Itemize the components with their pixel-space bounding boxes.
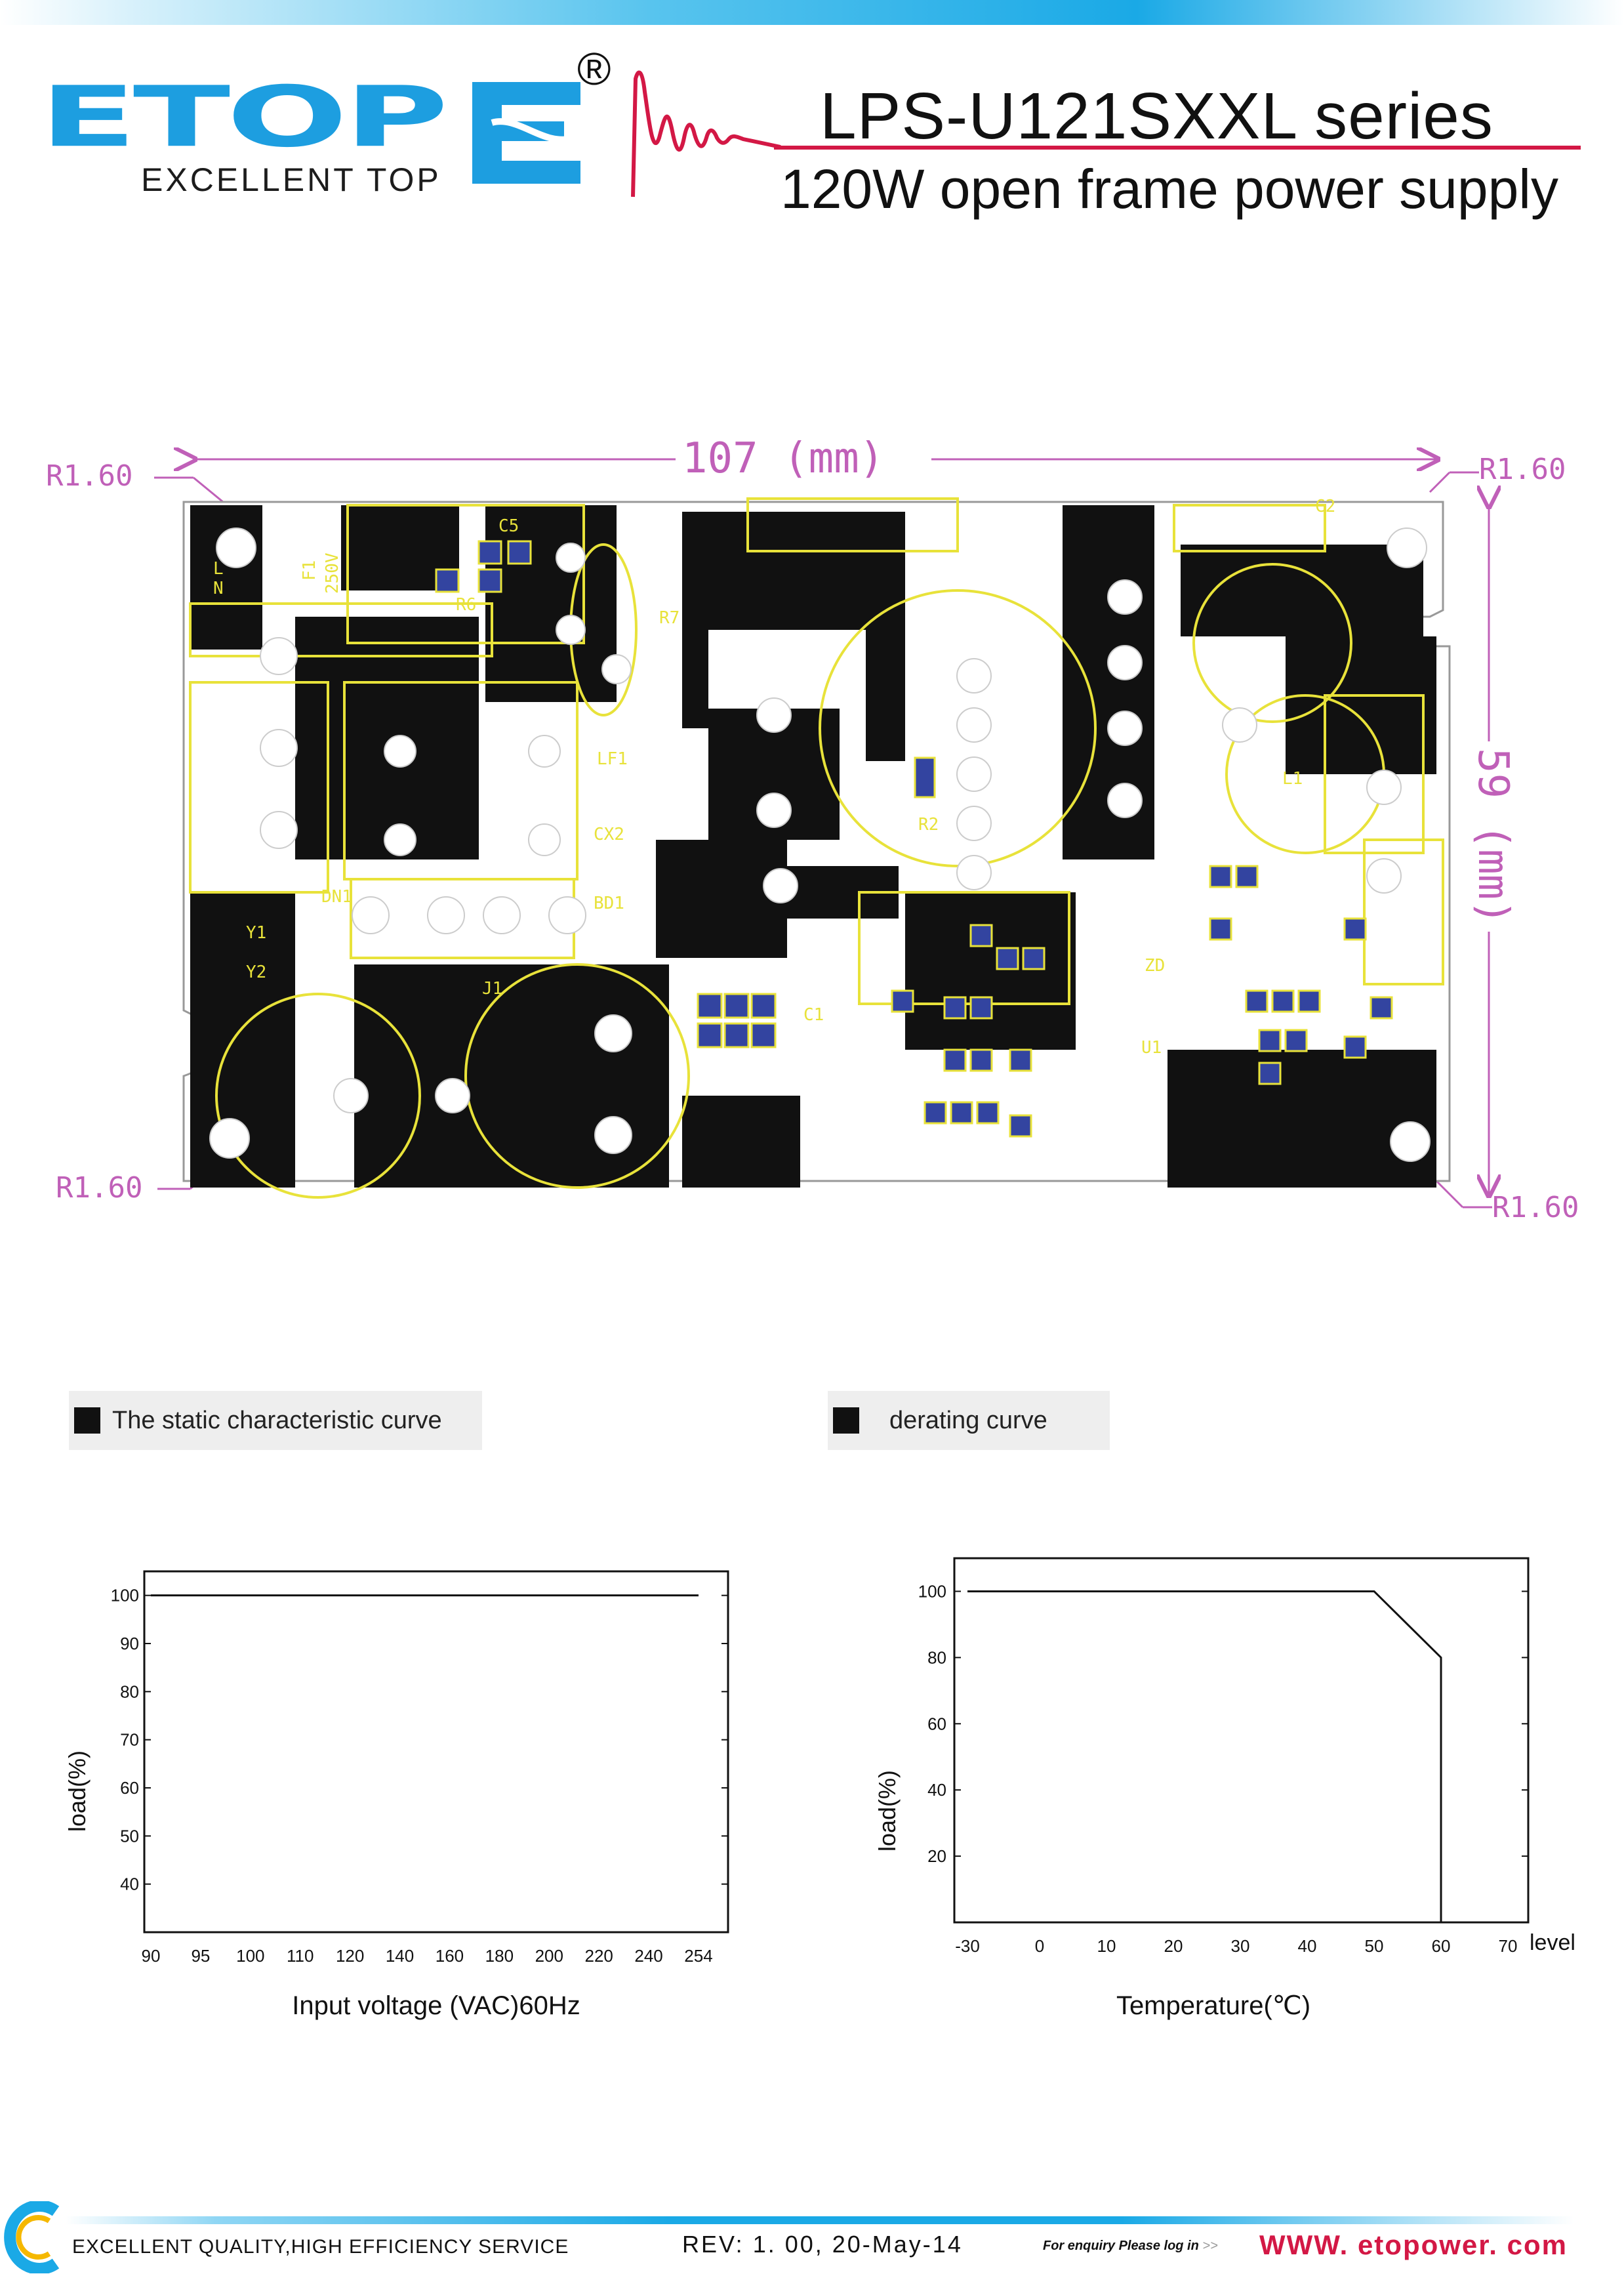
enquiry-text: For enquiry Please log in [1043, 2239, 1199, 2253]
static-xtick-label: 140 [386, 1946, 414, 1966]
width-dimension: 107 (mm) [682, 434, 884, 483]
radius-label-top-right: R1.60 [1479, 453, 1566, 486]
radius-label-bottom-left: R1.60 [56, 1171, 142, 1205]
footer-tagline: EXCELLENT QUALITY,HIGH EFFICIENCY SERVIC… [72, 2236, 569, 2258]
derating-chart: 100 80 60 40 20 -30 0 10 20 30 40 50 60 70 level load… [874, 1557, 1575, 2020]
derating-xtick-label: 30 [1231, 1936, 1250, 1956]
derating-xtick-extra-label: level [1530, 1930, 1575, 1955]
bullet-square-icon [833, 1407, 859, 1434]
static-characteristic-chart: 100 90 80 70 60 50 40 90 95 100 110 120 140 160 180 20… [64, 1570, 729, 2020]
static-ytick-label: 80 [120, 1682, 139, 1701]
label-r6: R6 [456, 595, 476, 615]
logo-tagline: EXCELLENT TOP [141, 161, 441, 198]
label-l1: L1 [1282, 769, 1303, 789]
derating-plot-frame [953, 1557, 1530, 1924]
logo-wordmark: ETOP [39, 69, 449, 166]
derating-xtick-label: 0 [1035, 1936, 1044, 1956]
derating-xtick-label: 40 [1298, 1936, 1317, 1956]
derating-xlabel: Temperature(℃) [1116, 1991, 1310, 2020]
label-u1: U1 [1141, 1038, 1162, 1058]
enquiry-note: For enquiry Please log in >> [1043, 2239, 1218, 2254]
static-xtick-label: 100 [236, 1946, 264, 1966]
static-xtick-label: 160 [436, 1946, 464, 1966]
static-xtick-label: 90 [142, 1946, 161, 1966]
derating-xtick-label: 10 [1097, 1936, 1116, 1956]
company-logo: ETOP EXCELLENT TOP ® [39, 43, 617, 207]
label-c5: C5 [498, 516, 519, 536]
label-zd: ZD [1145, 956, 1165, 976]
derating-curve-title-text: derating curve [889, 1406, 1047, 1434]
static-ytick-label: 50 [120, 1826, 139, 1846]
label-y2: Y2 [246, 962, 266, 982]
series-title: LPS-U121SXXL series [820, 79, 1493, 153]
label-c2: C2 [1315, 497, 1335, 516]
static-plot-frame [143, 1570, 729, 1934]
derating-xtick-label: 20 [1164, 1936, 1183, 1956]
website-link[interactable]: WWW. etopower. com [1259, 2229, 1568, 2260]
derating-load-line [967, 1590, 1442, 1922]
static-xtick-label: 180 [485, 1946, 514, 1966]
label-y1: Y1 [246, 923, 266, 943]
footer-gradient-bar [66, 2216, 1574, 2224]
registered-mark: ® [577, 43, 611, 94]
product-subtitle: 120W open frame power supply [781, 158, 1558, 220]
label-j1: J1 [482, 979, 502, 999]
static-xlabel: Input voltage (VAC)60Hz [292, 1991, 580, 2020]
derating-ylabel: load(%) [874, 1770, 901, 1852]
static-xtick-label: 120 [336, 1946, 364, 1966]
static-xtick-label: 220 [584, 1946, 613, 1966]
enquiry-arrows: >> [1202, 2239, 1218, 2253]
derating-xtick-label: -30 [955, 1936, 980, 1956]
static-xtick-label: 110 [287, 1946, 314, 1966]
radius-label-bottom-right: R1.60 [1492, 1191, 1579, 1224]
label-r2: R2 [918, 815, 939, 835]
static-ytick-label: 90 [120, 1634, 139, 1653]
pcb-layout-drawing: 107 (mm) 59 (mm) R1.60 R1.60 R1.60 R1.60 [46, 434, 1579, 1224]
revision-info: REV: 1. 00, 20-May-14 [682, 2231, 963, 2258]
radius-label-top-left: R1.60 [46, 459, 132, 493]
derating-ytick-label: 40 [927, 1780, 946, 1800]
static-xtick-label: 240 [634, 1946, 662, 1966]
static-xtick-label: 254 [684, 1946, 712, 1966]
derating-ytick-label: 80 [927, 1647, 946, 1667]
static-ytick-label: 100 [111, 1586, 139, 1605]
top-gradient-bar [0, 0, 1624, 25]
label-r7: R7 [659, 608, 680, 628]
static-ytick-label: 40 [120, 1874, 139, 1894]
label-n: N [213, 579, 224, 598]
label-fuse-rating: 250V [323, 552, 342, 594]
label-lf1: LF1 [597, 749, 628, 769]
derating-curve-section-title: derating curve [828, 1391, 1110, 1450]
footer-logo-c-icon [4, 2201, 60, 2273]
label-f1: F1 [300, 560, 319, 581]
label-l: L [213, 559, 224, 579]
label-c1: C1 [803, 1005, 824, 1025]
waveform-icon [631, 70, 781, 197]
static-ytick-label: 60 [120, 1778, 139, 1798]
derating-ytick-label: 20 [927, 1846, 946, 1866]
label-cx2: CX2 [594, 825, 624, 844]
derating-xtick-label: 50 [1365, 1936, 1384, 1956]
derating-ytick-label: 60 [927, 1714, 946, 1733]
logo-e-mark-icon [472, 82, 580, 184]
static-curve-section-title: The static characteristic curve [69, 1391, 482, 1450]
derating-xtick-label: 60 [1432, 1936, 1451, 1956]
static-xtick-label: 200 [535, 1946, 563, 1966]
derating-xtick-label: 70 [1499, 1936, 1518, 1956]
static-ytick-label: 70 [120, 1730, 139, 1750]
label-bd1: BD1 [594, 894, 624, 913]
bullet-square-icon [74, 1407, 100, 1434]
static-xtick-label: 95 [191, 1946, 210, 1966]
title-underline [774, 146, 1581, 150]
label-dn1: DN1 [321, 887, 352, 907]
height-dimension: 59 (mm) [1469, 748, 1517, 925]
static-ylabel: load(%) [64, 1750, 91, 1832]
derating-ytick-label: 100 [918, 1581, 946, 1601]
static-curve-title-text: The static characteristic curve [112, 1406, 442, 1434]
